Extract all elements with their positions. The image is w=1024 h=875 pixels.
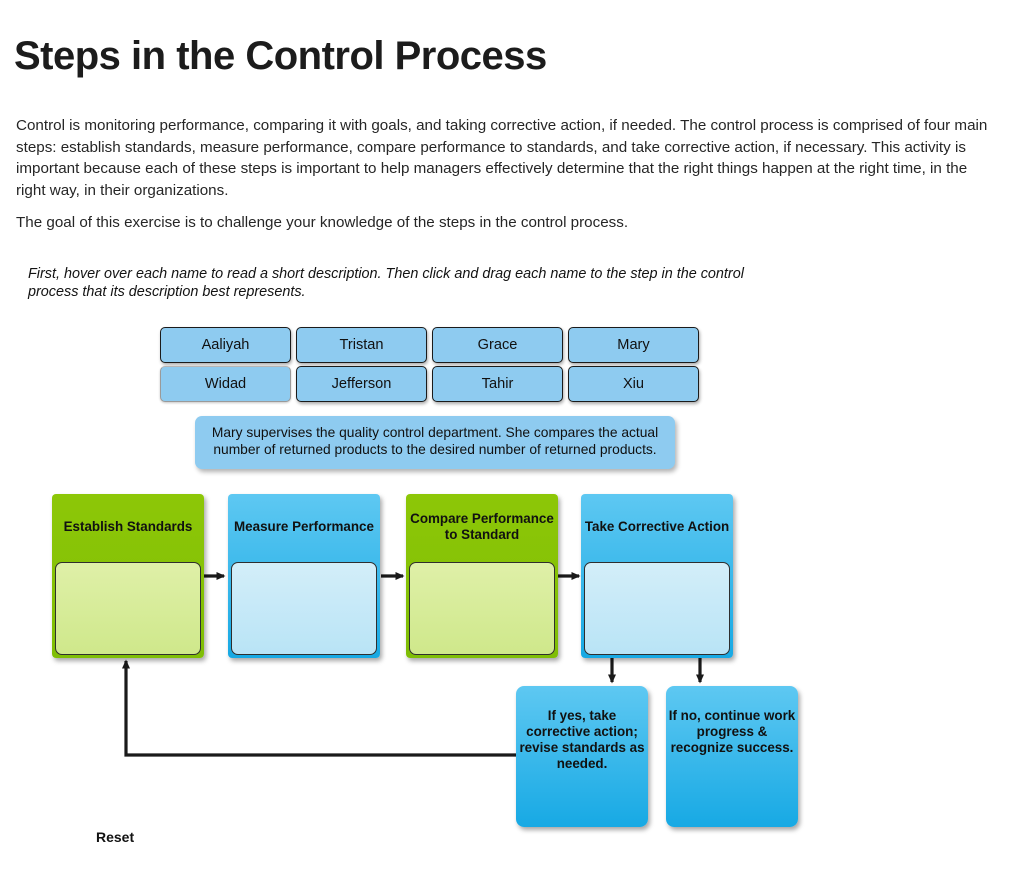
intro-paragraph: Control is monitoring performance, compa… [16, 117, 988, 199]
instruction-paragraph: First, hover over each name to read a sh… [28, 266, 744, 301]
page-title: Steps in the Control Process [14, 33, 547, 78]
name-tile-row-1: Aaliyah Tristan Grace Mary [160, 327, 708, 363]
name-tile-mary[interactable]: Mary [568, 327, 699, 363]
name-tile-row-2: Widad Jefferson Tahir Xiu [160, 366, 708, 402]
outcome-if-yes: If yes, take corrective action; revise s… [516, 686, 648, 827]
step-establish-standards: Establish Standards [52, 494, 204, 658]
step-compare-performance-to-standard-label: Compare Performance to Standard [410, 511, 554, 542]
drop-zone-establish-standards[interactable] [55, 562, 201, 655]
step-take-corrective-action-label: Take Corrective Action [584, 519, 730, 534]
drop-zone-measure-performance[interactable] [231, 562, 377, 655]
reset-button[interactable]: Reset [96, 829, 135, 845]
drop-zone-take-corrective-action[interactable] [584, 562, 730, 655]
name-tile-tristan[interactable]: Tristan [296, 327, 427, 363]
name-tile-grace[interactable]: Grace [432, 327, 563, 363]
step-establish-standards-label: Establish Standards [63, 519, 193, 534]
name-tile-xiu[interactable]: Xiu [568, 366, 699, 402]
step-measure-performance: Measure Performance [228, 494, 380, 658]
name-tile-grid: Aaliyah Tristan Grace Mary Widad Jeffers… [160, 327, 708, 405]
name-description-tooltip: Mary supervises the quality control depa… [195, 416, 675, 469]
name-tile-widad[interactable]: Widad [160, 366, 291, 402]
step-measure-performance-label: Measure Performance [234, 519, 374, 534]
goal-paragraph: The goal of this exercise is to challeng… [16, 214, 629, 232]
outcome-if-no: If no, continue work progress & recogniz… [666, 686, 798, 827]
arrow-feedback-loop [122, 659, 516, 757]
name-tile-aaliyah[interactable]: Aaliyah [160, 327, 291, 363]
step-compare-performance-to-standard: Compare Performance to Standard [406, 494, 558, 658]
name-tile-jefferson[interactable]: Jefferson [296, 366, 427, 402]
step-take-corrective-action: Take Corrective Action [581, 494, 733, 658]
drop-zone-compare-performance-to-standard[interactable] [409, 562, 555, 655]
name-tile-tahir[interactable]: Tahir [432, 366, 563, 402]
